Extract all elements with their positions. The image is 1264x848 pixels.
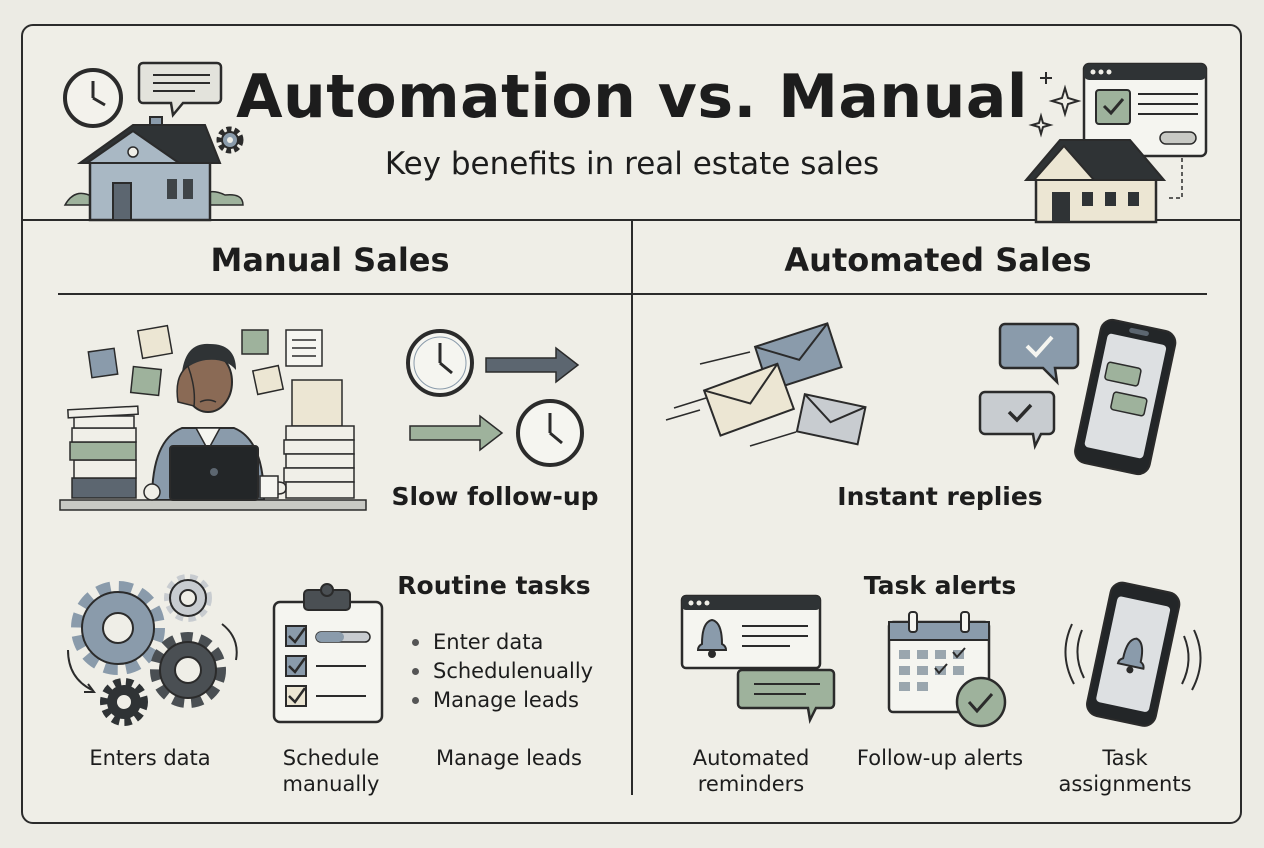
follow-up-alerts-label: Follow-up alerts: [856, 746, 1024, 770]
arrow-icon: [485, 346, 580, 384]
browser-window-icon: [1082, 62, 1208, 199]
bell-icon: [1116, 637, 1145, 674]
header-left-illustration: [63, 61, 244, 222]
list-item: Schedulenually: [412, 657, 593, 686]
column-divider: [631, 221, 633, 795]
automated-reminders-illustration: [680, 594, 836, 724]
gear-icon: [216, 126, 244, 154]
sparkle-icon: [1028, 72, 1082, 138]
chat-bubble-icon: [137, 61, 223, 118]
paper-stack-icon: [67, 405, 139, 499]
clock-icon: [63, 68, 123, 128]
checkmark-icon: [955, 676, 1007, 728]
instant-replies-envelopes: [665, 322, 867, 447]
clock-icon: [406, 329, 474, 397]
task-assignments-label: Task assignments: [1058, 746, 1192, 796]
manage-leads-label: Manage leads: [436, 746, 582, 770]
enters-data-label: Enters data: [89, 746, 211, 770]
routine-tasks-heading: Routine tasks: [397, 571, 591, 600]
list-item: Enter data: [412, 628, 593, 657]
automated-heading-rule: [633, 293, 1207, 295]
instant-replies-phone: [978, 318, 1177, 476]
header-right-illustration: [1023, 62, 1208, 224]
chat-bubble-icon: [736, 668, 836, 724]
paper-stack-icon: [283, 379, 355, 499]
bell-icon: [696, 618, 728, 658]
header-divider: [21, 219, 1242, 221]
house-icon: [63, 116, 244, 222]
routine-tasks-list: Enter data Schedulenually Manage leads: [412, 628, 593, 715]
house-icon: [1023, 139, 1167, 224]
page-title: Automation vs. Manual: [236, 62, 1028, 132]
gear-icon: [150, 632, 226, 708]
calendar-icon: [887, 611, 1007, 728]
chat-bubble-icon: [978, 390, 1056, 450]
task-alerts-heading: Task alerts: [863, 571, 1017, 600]
bullet-dot: [412, 639, 419, 646]
envelope-icon: [702, 362, 796, 437]
checklist-icon: [272, 583, 384, 724]
bullet-dot: [412, 668, 419, 675]
manual-sales-heading: Manual Sales: [210, 241, 450, 279]
list-item-text: Enter data: [433, 630, 544, 654]
phone-icon: [1074, 318, 1177, 476]
phone-icon: [1064, 581, 1202, 727]
bullet-dot: [412, 697, 419, 704]
chat-bubble-icon: [998, 322, 1080, 386]
page-subtitle: Key benefits in real estate sales: [384, 146, 880, 182]
gear-icon: [71, 581, 165, 675]
clock-icon: [516, 399, 584, 467]
list-item: Manage leads: [412, 686, 593, 715]
gears-illustration: [67, 574, 238, 726]
instant-replies-caption: Instant replies: [837, 482, 1043, 511]
stressed-person-illustration: [59, 324, 367, 511]
envelope-icon: [795, 393, 867, 446]
gear-icon: [164, 574, 212, 622]
slow-follow-up-caption: Slow follow-up: [391, 482, 599, 511]
slow-follow-up-illustration: [406, 329, 584, 467]
gear-icon: [100, 678, 148, 726]
list-item-text: Manage leads: [433, 688, 579, 712]
sticky-note-icon: [87, 324, 323, 397]
automated-reminders-label: Automated reminders: [692, 746, 810, 796]
automated-sales-heading: Automated Sales: [784, 241, 1092, 279]
manual-heading-rule: [58, 293, 632, 295]
list-item-text: Schedulenually: [433, 659, 594, 683]
arrow-icon: [409, 414, 504, 452]
schedule-manually-label: Schedule manually: [282, 746, 380, 796]
